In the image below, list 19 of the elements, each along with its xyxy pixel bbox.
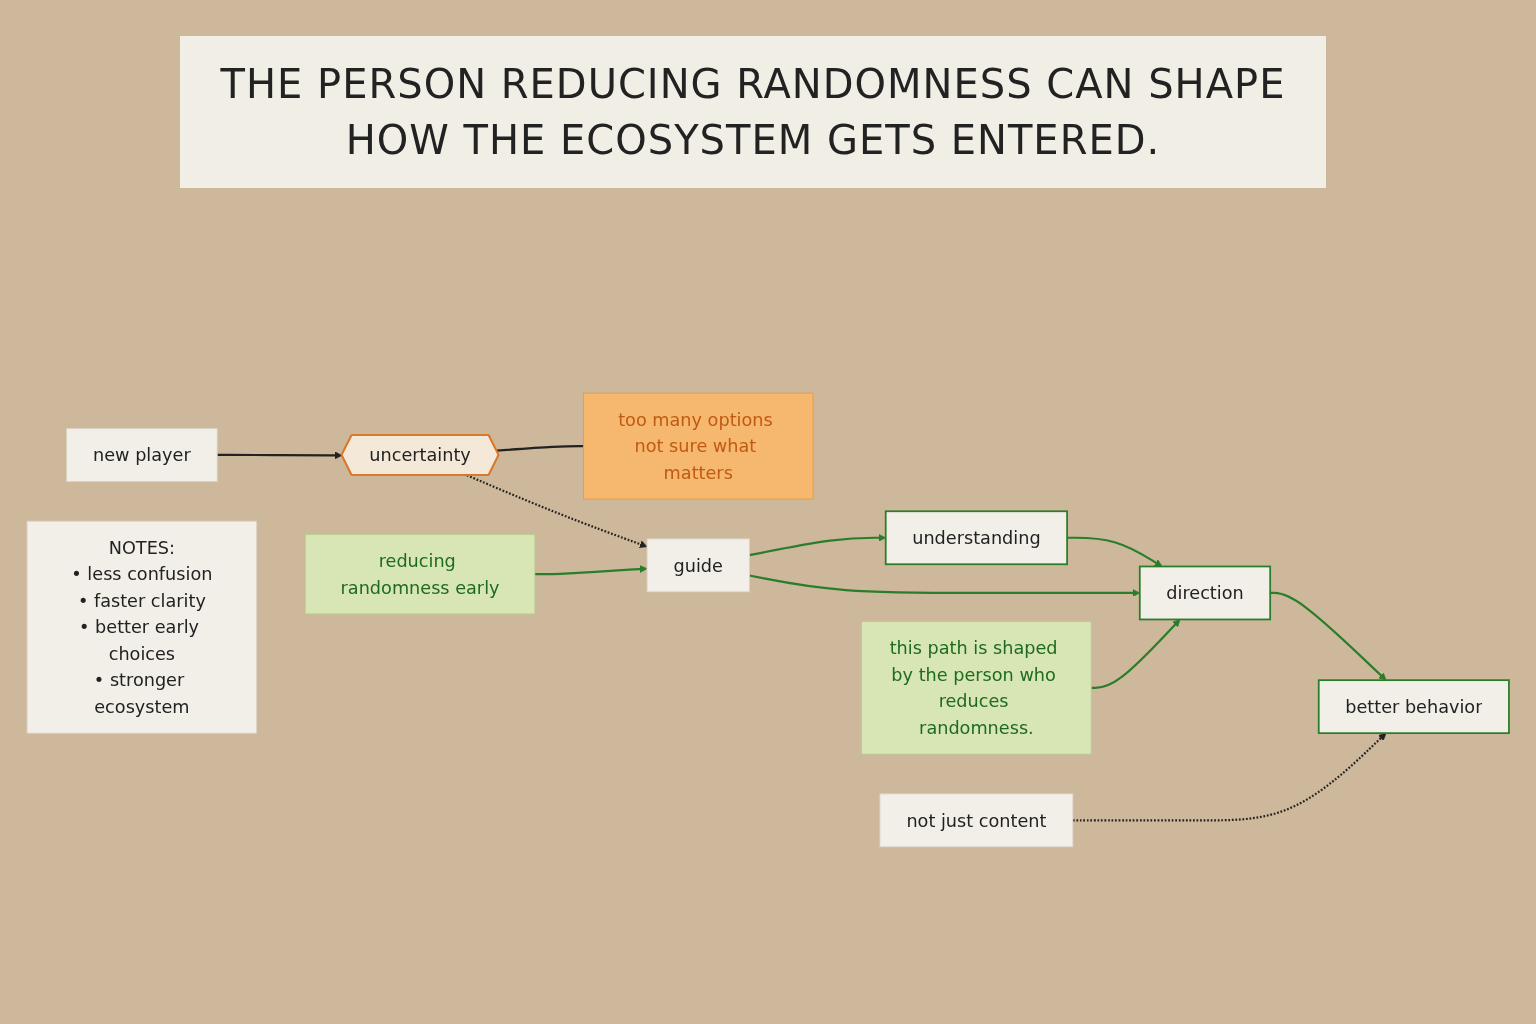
arrow: [466, 474, 648, 548]
node-box: direction: [1138, 565, 1272, 621]
node-box: reducing randomness early: [304, 534, 536, 615]
title-banner: THE PERSON REDUCING RANDOMNESS CAN SHAPE HOW THE ECOSYSTEM GETS ENTERED.: [180, 36, 1326, 188]
node-box: not just content: [879, 793, 1074, 848]
node-box: this path is shaped by the person who reduces randomness.: [861, 621, 1092, 755]
arrow: [217, 451, 343, 460]
connector: [496, 445, 584, 452]
arrow: [1091, 619, 1181, 689]
node-box: new player: [66, 428, 218, 482]
node-box: better behavior: [1317, 679, 1510, 735]
arrow: [1072, 732, 1387, 822]
arrow: [534, 565, 648, 576]
node-box: understanding: [884, 510, 1068, 566]
node-box: NOTES: • less confusion • faster clarity • better early choices • stronger ecosystem: [26, 520, 258, 734]
arrow: [1270, 591, 1387, 681]
arrow: [1067, 536, 1163, 567]
node-box: guide: [646, 538, 750, 593]
node-box: too many options not sure what matters: [582, 392, 814, 500]
